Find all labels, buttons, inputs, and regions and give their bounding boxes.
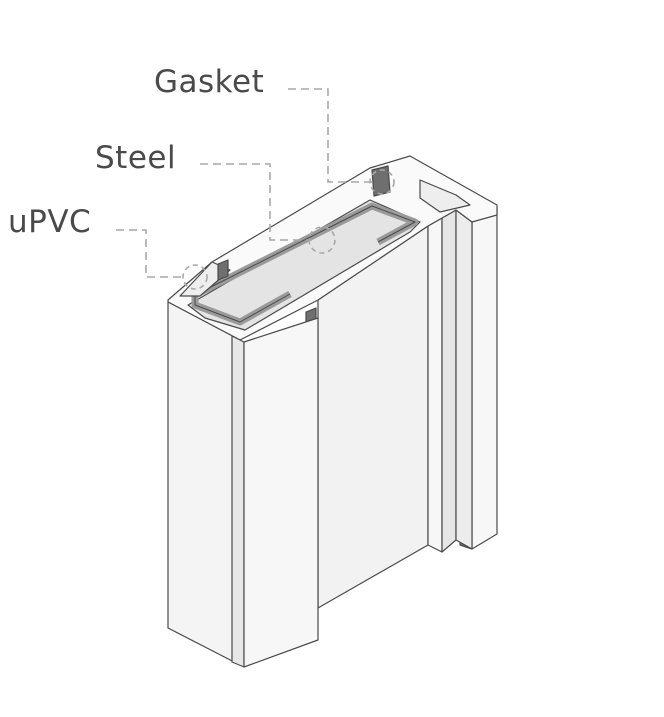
upvc-leader-line — [116, 229, 184, 278]
upvc-right-fin-inner — [427, 217, 443, 553]
upvc-inner-chamber — [187, 199, 421, 331]
upvc-right-end-edge — [455, 209, 473, 550]
upvc-right-fin-outer-side — [441, 209, 457, 553]
gasket-left-small — [217, 259, 229, 281]
steel-leader-line — [200, 163, 312, 241]
upvc-left-side-face — [167, 301, 241, 666]
gasket-label: Gasket — [154, 64, 265, 100]
gasket-callout-circle — [369, 169, 395, 195]
upvc-label: uPVC — [8, 204, 92, 240]
gasket-top — [371, 165, 391, 197]
steel-label: Steel — [95, 140, 177, 176]
upvc-small-chamber-right — [419, 179, 471, 213]
upvc-callout-circle — [182, 264, 208, 290]
upvc-front-face — [243, 317, 319, 668]
gasket-leader-line — [288, 88, 374, 183]
steel-callout-circle — [308, 226, 336, 254]
upvc-right-end-face — [471, 207, 498, 550]
upvc-front-ledge — [231, 335, 245, 668]
